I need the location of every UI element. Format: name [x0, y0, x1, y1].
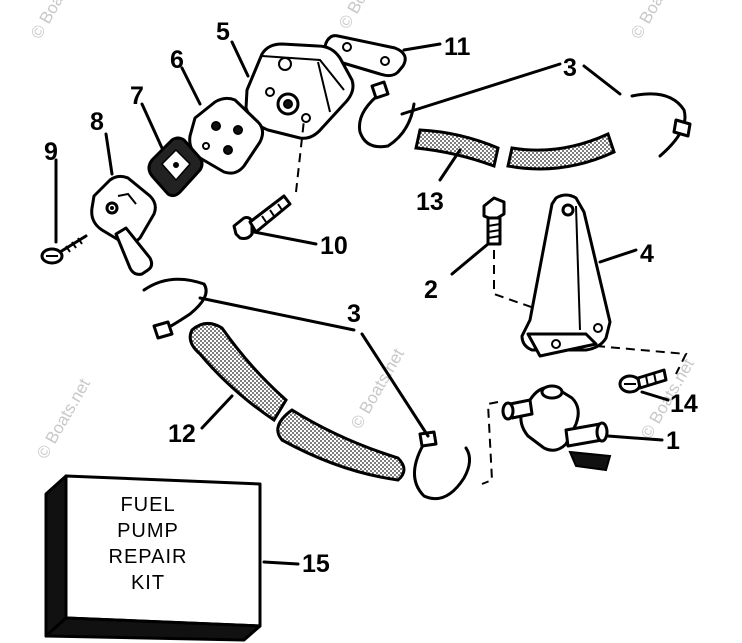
part-4-bracket — [520, 193, 688, 375]
part-2-bolt — [450, 196, 535, 309]
watermark-top-right: © Boats.net — [627, 0, 688, 42]
leader-3-upper-right — [582, 64, 622, 96]
callout-4: 4 — [640, 240, 654, 268]
part-3-clamp-lower-left — [142, 277, 208, 340]
kit-label-line1: FUEL — [120, 494, 175, 516]
part-14-screw — [618, 368, 670, 402]
callout-12: 12 — [168, 420, 196, 448]
callout-11: 11 — [444, 33, 471, 61]
kit-label-line4: KIT — [131, 572, 165, 594]
part-6-check-valve-plate — [180, 66, 265, 175]
part-10-screw — [232, 119, 318, 246]
watermark-left: © Boats.net — [33, 375, 94, 462]
part-15-repair-kit: FUEL PUMP REPAIR KIT — [44, 474, 300, 642]
callout-3-upper: 3 — [563, 54, 577, 82]
part-11-gasket — [323, 34, 442, 78]
callout-9: 9 — [44, 138, 58, 166]
part-3-clamp-upper-right — [630, 92, 692, 158]
callout-3-lower: 3 — [347, 300, 361, 328]
part-3-clamp-lower-right — [413, 430, 471, 501]
kit-label-line2: PUMP — [117, 520, 179, 542]
part-7-diaphragm — [140, 102, 204, 198]
callout-5: 5 — [216, 18, 230, 46]
watermark-top-center: © Boats.net — [335, 0, 396, 32]
callout-14: 14 — [670, 390, 698, 418]
part-1-shutoff-valve — [481, 384, 664, 485]
part-12-hose-lower — [188, 322, 406, 482]
leader-3-lower-right — [360, 332, 430, 438]
callout-8: 8 — [90, 108, 104, 136]
callout-1: 1 — [666, 427, 680, 455]
leader-3-upper — [400, 62, 562, 116]
callout-15: 15 — [302, 550, 330, 578]
callout-10: 10 — [320, 232, 348, 260]
part-3-clamp-upper-left — [357, 80, 416, 149]
watermark-top-left: © Boats.net — [27, 0, 88, 42]
leader-3-lower — [198, 296, 356, 332]
part-9-screw — [40, 158, 88, 265]
part-8-pump-cover — [90, 132, 157, 276]
callout-7: 7 — [130, 82, 144, 110]
callout-2: 2 — [424, 276, 438, 304]
callout-13: 13 — [416, 188, 444, 216]
kit-label-line3: REPAIR — [109, 546, 188, 568]
part-5-pump-body — [230, 40, 355, 140]
callout-6: 6 — [170, 46, 184, 74]
part-13-hose-upper — [414, 128, 616, 182]
